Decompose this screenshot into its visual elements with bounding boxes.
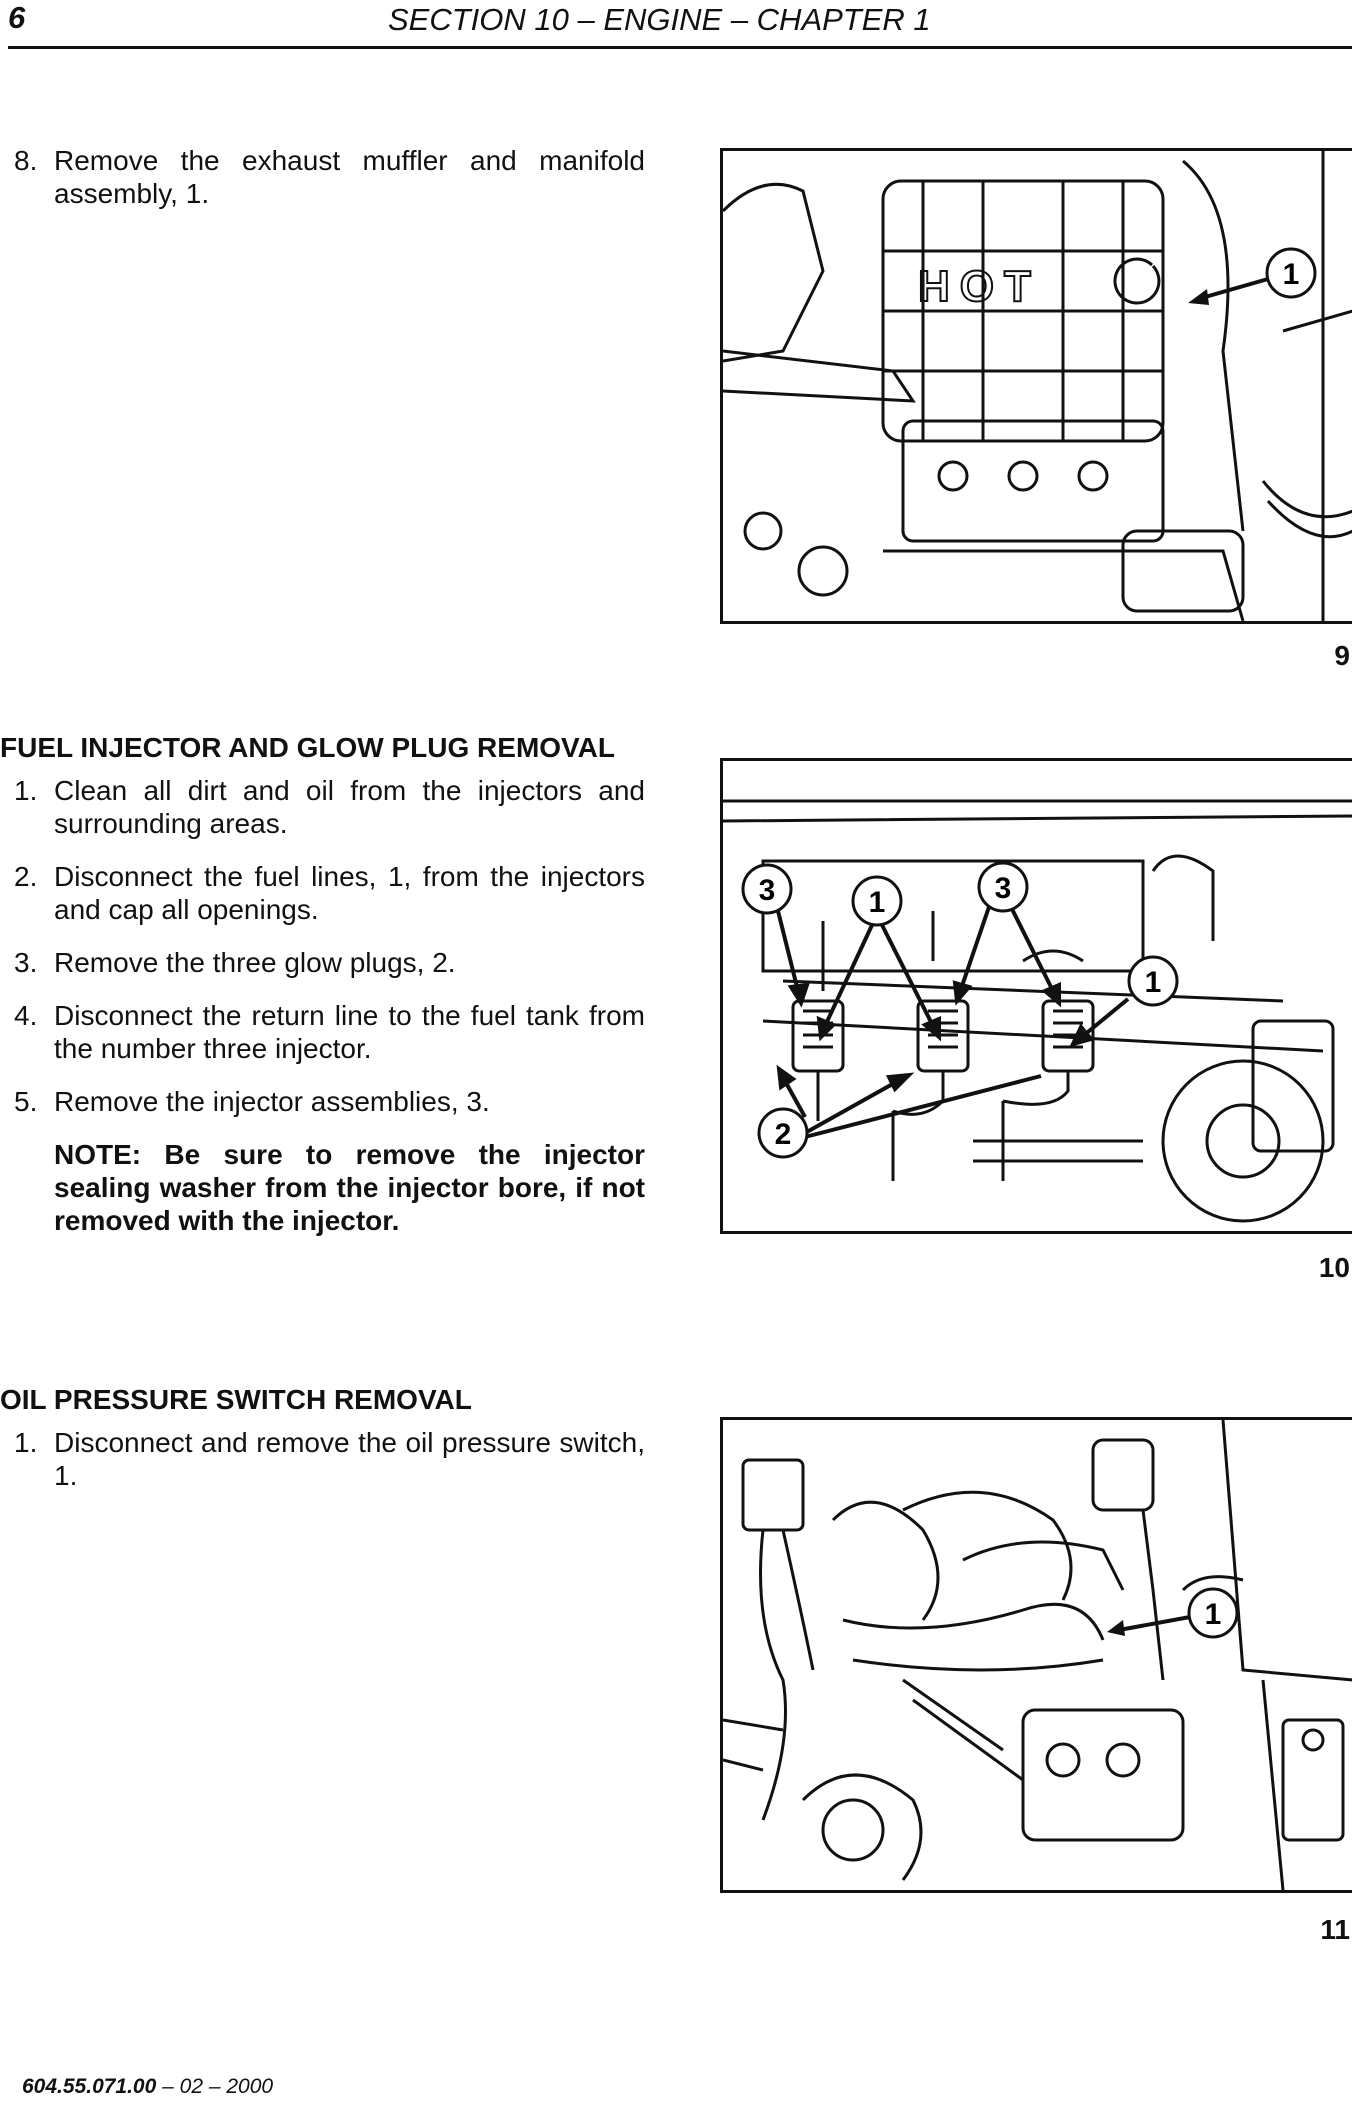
figure-exhaust-muffler: HOT 1 — [720, 148, 1352, 624]
step-text: Disconnect the fuel lines, 1, from the i… — [54, 861, 645, 925]
callout-1 — [851, 875, 903, 927]
oil-pressure-switch-illustration: 1 — [723, 1420, 1352, 1890]
figure-oil-pressure-switch: 1 — [720, 1417, 1352, 1893]
step-text: Remove the three glow plugs, 2. — [54, 947, 456, 978]
callout-1 — [1187, 1587, 1239, 1639]
hot-embossed-text: HOT — [918, 262, 1041, 311]
step-item: 8. Remove the exhaust muffler and manifo… — [0, 144, 645, 210]
section-heading: OIL PRESSURE SWITCH REMOVAL — [0, 1384, 472, 1415]
figure-injectors: 3 1 3 1 2 — [720, 758, 1352, 1234]
callout-1 — [1265, 247, 1317, 299]
exhaust-muffler-illustration: HOT 1 — [723, 151, 1352, 621]
step-number: 8. — [14, 145, 38, 176]
step-item: 3. Remove the three glow plugs, 2. — [0, 946, 645, 979]
callout-label: 1 — [1145, 966, 1162, 999]
page-header-title: SECTION 10 – ENGINE – CHAPTER 1 — [388, 2, 931, 37]
callout-3 — [741, 863, 793, 915]
callout-label: 1 — [1205, 1598, 1222, 1631]
section-exhaust-removal: 8. Remove the exhaust muffler and manifo… — [0, 144, 645, 230]
step-text: Clean all dirt and oil from the injector… — [54, 775, 645, 839]
callout-1 — [1127, 955, 1179, 1007]
section-oil-pressure-switch: OIL PRESSURE SWITCH REMOVAL 1. Disconnec… — [0, 1382, 645, 1512]
step-text: Disconnect the return line to the fuel t… — [54, 1000, 645, 1064]
header-divider — [8, 46, 1352, 49]
document-date: – 02 – 2000 — [162, 2075, 274, 2098]
step-text: Disconnect and remove the oil pressure s… — [54, 1427, 645, 1491]
callout-label: 1 — [869, 886, 886, 919]
step-item: 2. Disconnect the fuel lines, 1, from th… — [0, 860, 645, 926]
step-item: 1. Disconnect and remove the oil pressur… — [0, 1426, 645, 1492]
callout-label: 3 — [995, 872, 1012, 905]
section-injector-removal: FUEL INJECTOR AND GLOW PLUG REMOVAL 1. C… — [0, 730, 645, 1237]
step-item: 4. Disconnect the return line to the fue… — [0, 999, 645, 1065]
figure-number: 10 — [1318, 1252, 1350, 1283]
step-item: 1. Clean all dirt and oil from the injec… — [0, 774, 645, 840]
step-text: Remove the exhaust muffler and manifold … — [54, 145, 645, 209]
callout-label: 2 — [775, 1118, 792, 1151]
callout-label: 3 — [759, 874, 776, 907]
step-item: 5. Remove the injector assemblies, 3. — [0, 1085, 645, 1118]
section-heading: FUEL INJECTOR AND GLOW PLUG REMOVAL — [0, 732, 615, 763]
figure-number: 9 — [1334, 640, 1350, 671]
step-text: Remove the injector assemblies, 3. — [54, 1086, 490, 1117]
step-number: 4. — [14, 1000, 38, 1031]
document-number: 604.55.071.00 — [22, 2075, 157, 2098]
injectors-illustration: 3 1 3 1 2 — [723, 799, 1352, 1223]
step-number: 1. — [14, 775, 38, 806]
footer-document-number: 604.55.071.00 – 02 – 2000 — [22, 2075, 273, 2099]
note-text: NOTE: Be sure to remove the injector sea… — [54, 1139, 645, 1236]
figure-number: 11 — [1320, 1914, 1350, 1945]
step-number: 5. — [14, 1086, 38, 1117]
page-number: 6 — [8, 0, 26, 35]
step-number: 2. — [14, 861, 38, 892]
callout-2 — [757, 1107, 809, 1159]
step-number: 3. — [14, 947, 38, 978]
step-number: 1. — [14, 1427, 38, 1458]
callout-label: 1 — [1283, 258, 1300, 291]
callout-3 — [977, 861, 1029, 913]
